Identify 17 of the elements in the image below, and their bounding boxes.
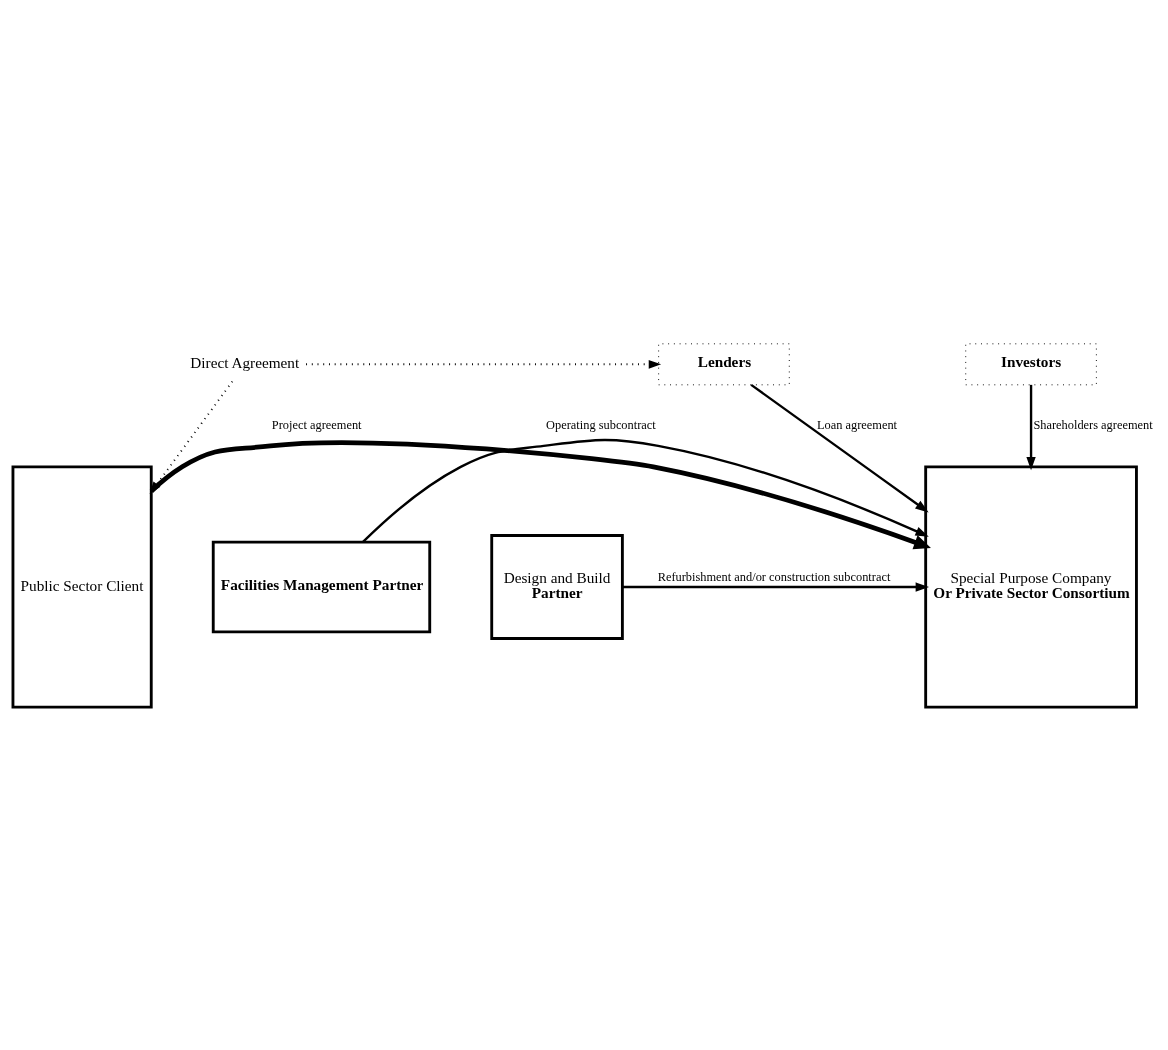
edge-label: Operating subcontract bbox=[546, 417, 656, 432]
arrow bbox=[622, 581, 929, 592]
node-box: Special Purpose Company Or Private Sector Consortium bbox=[924, 464, 1138, 709]
node-box: Public Sector Client bbox=[11, 464, 153, 709]
node-box: Design and Build Partner bbox=[490, 533, 624, 640]
arrow bbox=[750, 383, 929, 512]
node-text: Direct Agreement bbox=[190, 353, 300, 371]
edge-label: Shareholders agreement bbox=[1033, 417, 1153, 432]
node-box: Investors bbox=[965, 342, 1097, 385]
edge-label: Refurbishment and/or construction subcontract bbox=[657, 569, 891, 584]
node-box: Lenders bbox=[658, 342, 790, 385]
arrow bbox=[362, 438, 929, 543]
node-box: Facilities Management Partner bbox=[211, 540, 432, 633]
edge-label: Project agreement bbox=[271, 417, 362, 432]
arrow bbox=[305, 359, 662, 369]
arrow bbox=[1026, 384, 1036, 470]
edge-label: Loan agreement bbox=[816, 417, 898, 432]
